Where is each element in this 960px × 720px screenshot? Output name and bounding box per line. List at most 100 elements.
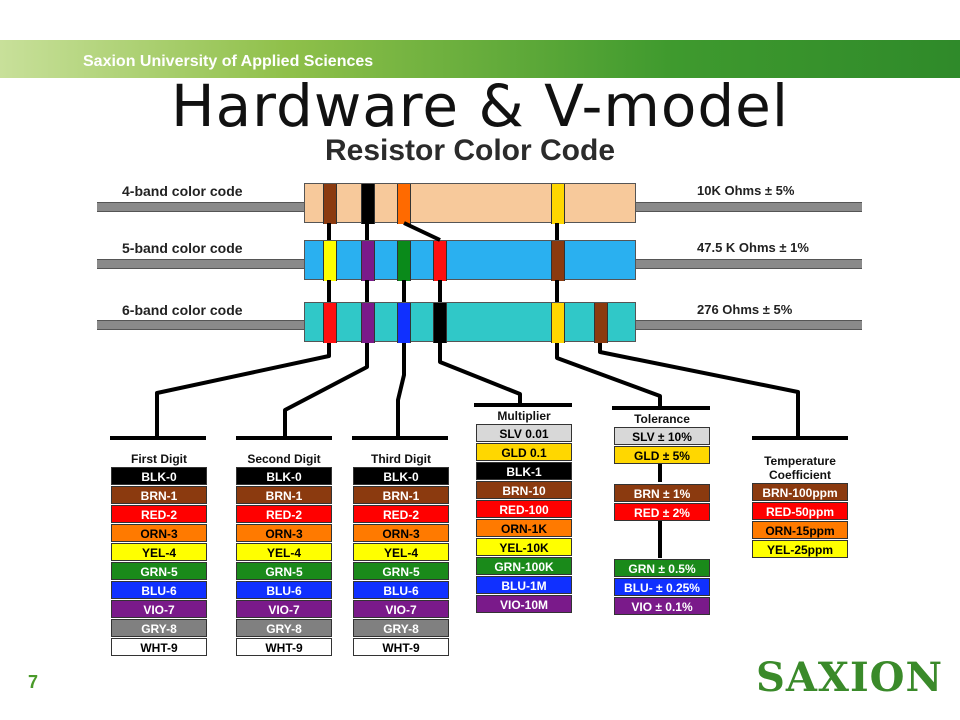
connector-temperature	[598, 343, 800, 438]
table-head: Multiplier	[497, 409, 551, 423]
value-label-6band: 276 Ohms ± 5%	[697, 302, 793, 317]
color-code-cell: VIO ± 0.1%	[614, 597, 710, 615]
resistor-band	[397, 184, 411, 224]
table-head: Third Digit	[371, 452, 431, 466]
table-tolerance: Tolerance SLV ± 10%GLD ± 5% BRN ± 1%RED ±…	[614, 400, 710, 615]
color-code-cell: RED-50ppm	[752, 502, 848, 520]
color-code-cell: GLD ± 5%	[614, 446, 710, 464]
color-code-cell: BLU-6	[111, 581, 207, 599]
color-code-cell: BRN-1	[236, 486, 332, 504]
resistor-band	[551, 184, 565, 224]
color-code-cell: VIO-7	[236, 600, 332, 618]
color-code-cell: ORN-3	[236, 524, 332, 542]
resistor-band	[397, 303, 411, 343]
color-code-cell: WHT-9	[111, 638, 207, 656]
saxion-logo: SAXION	[756, 654, 944, 701]
color-code-cell: BLK-0	[111, 467, 207, 485]
connector-third-digit	[396, 343, 406, 438]
row-label-5band: 5-band color code	[122, 240, 243, 256]
diagram-title: Resistor Color Code	[324, 134, 616, 167]
resistor-band	[323, 241, 337, 281]
color-code-cell: BLU- ± 0.25%	[614, 578, 710, 596]
table-head: Tolerance	[634, 412, 690, 426]
row-label-4band: 4-band color code	[122, 183, 243, 199]
color-code-cell: RED ± 2%	[614, 503, 710, 521]
color-code-cell: GRY-8	[111, 619, 207, 637]
color-code-cell: BLU-1M	[476, 576, 572, 594]
color-code-cell: GRY-8	[236, 619, 332, 637]
color-code-cell: YEL-4	[353, 543, 449, 561]
resistor-band	[433, 241, 447, 281]
value-label-4band: 10K Ohms ± 5%	[697, 183, 795, 198]
table-head: Temperature Coefficient	[764, 454, 836, 482]
tolerance-group: BRN ± 1%RED ± 2%	[614, 484, 710, 521]
color-code-cell: YEL-4	[236, 543, 332, 561]
color-code-cell: ORN-1K	[476, 519, 572, 537]
color-code-cell: BLK-1	[476, 462, 572, 480]
color-code-cell: GLD 0.1	[476, 443, 572, 461]
color-code-cell: VIO-7	[111, 600, 207, 618]
color-code-cell: BRN-1	[111, 486, 207, 504]
connector-first-digit	[155, 343, 331, 438]
color-code-cell: GRN-100K	[476, 557, 572, 575]
tolerance-group: GRN ± 0.5%BLU- ± 0.25%VIO ± 0.1%	[614, 559, 710, 615]
resistor-band	[433, 303, 447, 343]
connector-band-link	[403, 221, 441, 242]
resistor-band	[551, 241, 565, 281]
resistor-band	[397, 241, 411, 281]
color-code-cell: RED-2	[353, 505, 449, 523]
connector-second-digit	[283, 343, 369, 438]
color-code-cell: ORN-15ppm	[752, 521, 848, 539]
resistor-band	[551, 303, 565, 343]
color-code-cell: GRN-5	[236, 562, 332, 580]
color-code-cell: BRN-10	[476, 481, 572, 499]
resistor-band	[361, 184, 375, 224]
color-code-cell: BRN-100ppm	[752, 483, 848, 501]
color-code-cell: RED-100	[476, 500, 572, 518]
resistor-band	[323, 184, 337, 224]
resistor-band	[361, 241, 375, 281]
color-code-cell: ORN-3	[353, 524, 449, 542]
table-head: First Digit	[131, 452, 187, 466]
color-code-cell: BLK-0	[236, 467, 332, 485]
institution-name: Saxion University of Applied Sciences	[83, 53, 374, 70]
resistor-band	[323, 303, 337, 343]
table-head: Second Digit	[247, 452, 321, 466]
color-code-cell: GRN-5	[353, 562, 449, 580]
resistor-body-5band	[304, 240, 636, 281]
connector-tolerance	[555, 343, 662, 408]
resistor-band	[361, 303, 375, 343]
color-code-cell: BRN-1	[353, 486, 449, 504]
color-code-cell: VIO-10M	[476, 595, 572, 613]
color-code-cell: YEL-10K	[476, 538, 572, 556]
color-code-cell: BLU-6	[236, 581, 332, 599]
color-code-cell: RED-2	[111, 505, 207, 523]
row-label-6band: 6-band color code	[122, 302, 243, 318]
page-number: 7	[28, 672, 39, 692]
color-code-cell: GRN ± 0.5%	[614, 559, 710, 577]
resistor-body-6band	[304, 302, 636, 343]
connector-multiplier	[438, 343, 522, 405]
color-code-cell: GRN-5	[111, 562, 207, 580]
color-code-cell: BLU-6	[353, 581, 449, 599]
color-code-cell: YEL-25ppm	[752, 540, 848, 558]
color-code-cell: BRN ± 1%	[614, 484, 710, 502]
color-code-cell: RED-2	[236, 505, 332, 523]
color-code-cell: ORN-3	[111, 524, 207, 542]
color-code-cell: BLK-0	[353, 467, 449, 485]
resistor-body-4band	[304, 183, 636, 224]
tolerance-group: SLV ± 10%GLD ± 5%	[614, 427, 710, 464]
header-banner	[0, 40, 960, 78]
color-code-cell: VIO-7	[353, 600, 449, 618]
slide-title: Hardware & V-model	[171, 72, 789, 140]
color-code-cell: YEL-4	[111, 543, 207, 561]
color-code-cell: SLV 0.01	[476, 424, 572, 442]
color-code-cell: GRY-8	[353, 619, 449, 637]
color-code-cell: SLV ± 10%	[614, 427, 710, 445]
